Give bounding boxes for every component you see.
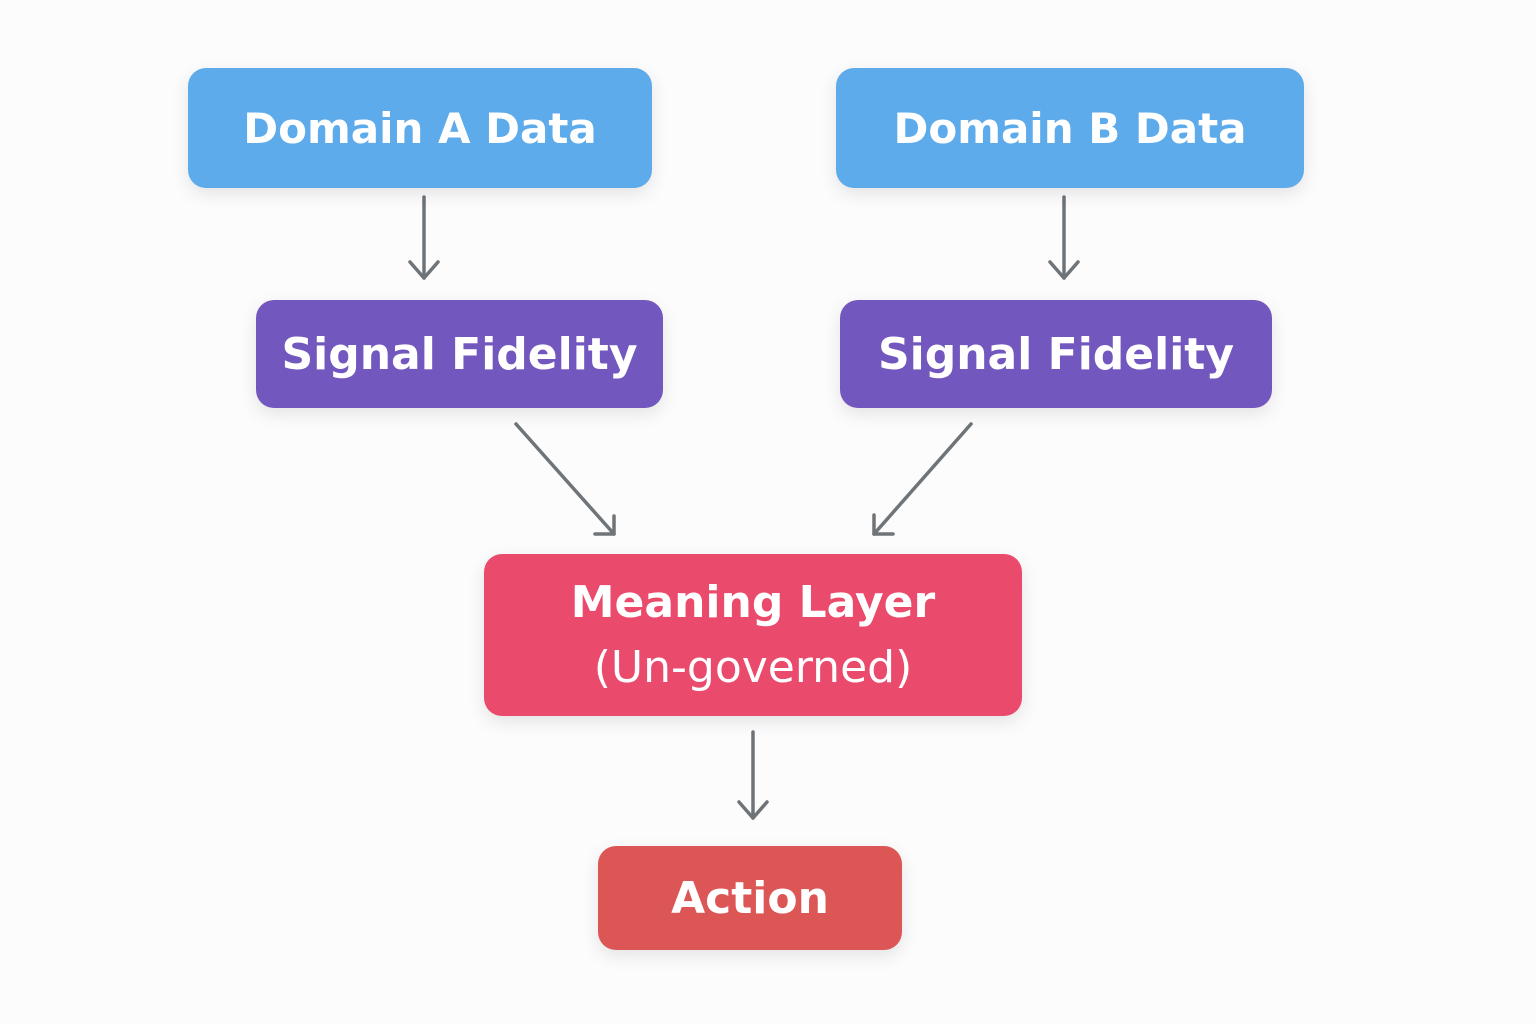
arrow-domain-b-to-signal-b <box>1048 195 1080 280</box>
meaning-layer-sublabel: (Un-governed) <box>593 642 913 693</box>
signal-fidelity-a-node: Signal Fidelity <box>256 300 663 408</box>
domain-b-data-label: Domain B Data <box>893 103 1247 153</box>
arrow-signal-b-to-meaning <box>872 422 973 536</box>
signal-fidelity-b-label: Signal Fidelity <box>877 328 1235 380</box>
arrow-domain-a-to-signal-a <box>408 195 440 280</box>
domain-a-data-label: Domain A Data <box>243 103 597 153</box>
signal-fidelity-a-label: Signal Fidelity <box>281 328 638 380</box>
action-label: Action <box>671 872 829 924</box>
action-node: Action <box>598 846 902 950</box>
domain-b-data-node: Domain B Data <box>836 68 1304 188</box>
arrow-signal-a-to-meaning <box>514 422 616 536</box>
arrow-meaning-to-action <box>737 730 769 820</box>
domain-a-data-node: Domain A Data <box>188 68 652 188</box>
meaning-layer-label: Meaning Layer <box>570 577 936 628</box>
meaning-layer-node: Meaning Layer (Un-governed) <box>484 554 1022 716</box>
signal-fidelity-b-node: Signal Fidelity <box>840 300 1272 408</box>
